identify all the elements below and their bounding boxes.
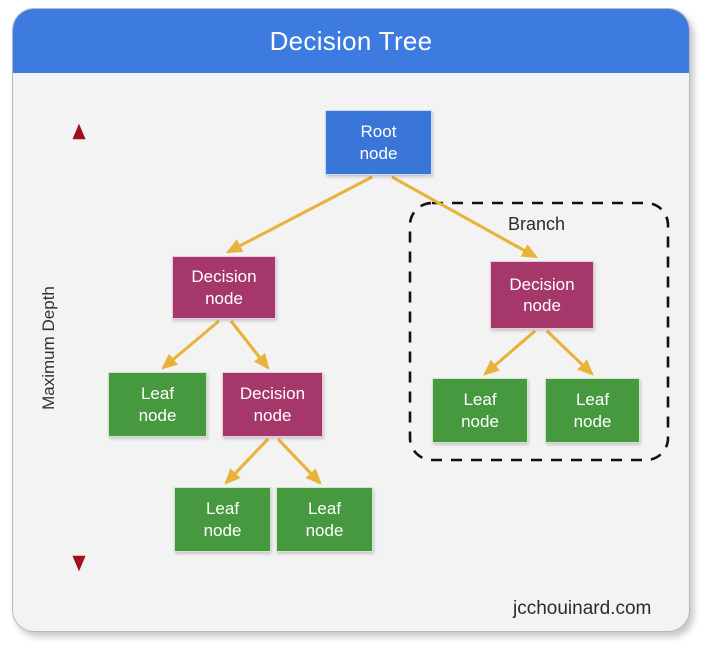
node-label-line1: Leaf — [307, 499, 342, 519]
node-label-line1: Decision — [239, 384, 306, 404]
tree-node-dec-r1[interactable]: Decision node — [490, 261, 594, 329]
node-label-line2: node — [138, 405, 177, 425]
card-header: Decision Tree — [13, 9, 689, 73]
maximum-depth-label: Maximum Depth — [38, 285, 58, 410]
node-label-line2: node — [205, 288, 243, 308]
node-label-line2: node — [461, 411, 499, 431]
node-label-line1: Leaf — [140, 384, 175, 404]
node-label-line2: node — [305, 520, 344, 540]
page-title: Decision Tree — [269, 25, 433, 56]
node-label-line1: Decision — [509, 274, 575, 294]
node-label-line1: Leaf — [463, 390, 497, 410]
node-label-line1: Root — [360, 122, 397, 142]
node-label-line2: node — [523, 296, 561, 315]
watermark: jcchouinard.com — [513, 598, 652, 619]
node-label-line2: node — [203, 520, 242, 540]
node-label-line2: node — [359, 143, 398, 163]
node-label-line1: Decision — [191, 267, 257, 287]
node-label-line1: Leaf — [205, 499, 240, 519]
branch-label: Branch — [508, 214, 566, 234]
node-label-line2: node — [253, 405, 292, 425]
node-label-line1: Leaf — [575, 390, 610, 410]
node-label-line2: node — [573, 411, 612, 431]
